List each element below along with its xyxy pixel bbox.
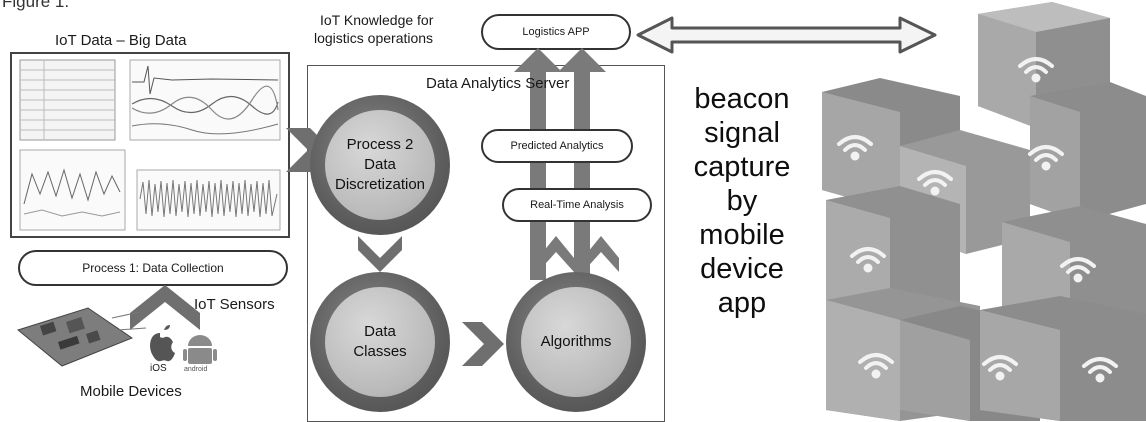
- logistics-app-label: Logistics APP: [522, 26, 590, 38]
- iot-sensors-label: IoT Sensors: [194, 296, 275, 313]
- wifi-icon: [1018, 57, 1054, 83]
- android-label: android: [184, 366, 208, 373]
- data-classes-line1: Data: [364, 323, 396, 340]
- boxes-illustration: [822, 2, 1146, 421]
- android-icon: [183, 335, 217, 364]
- wifi-icon: [850, 247, 886, 273]
- wifi-icon: [982, 355, 1018, 381]
- beacon-line-3: capture: [693, 151, 791, 183]
- big-data-title: IoT Data – Big Data: [55, 32, 187, 49]
- process2-line1: Process 2: [346, 136, 414, 153]
- algorithms-inner: Algorithms: [521, 287, 631, 397]
- server-title: Data Analytics Server: [426, 75, 570, 92]
- data-classes-line2: Classes: [353, 343, 407, 360]
- predicted-analytics-pill: Predicted Analytics: [481, 129, 633, 163]
- algorithms-label: Algorithms: [540, 333, 612, 350]
- beacon-line-2: signal: [704, 117, 780, 149]
- wifi-icon: [837, 135, 873, 161]
- beacon-line-5: mobile: [699, 219, 785, 251]
- figure-label: Figure 1.: [2, 0, 70, 11]
- beacon-line-6: device: [700, 253, 784, 285]
- logistics-app-pill: Logistics APP: [481, 14, 631, 50]
- chevron-right-icon: [462, 322, 504, 366]
- wifi-icon: [917, 170, 953, 196]
- knowledge-line1: IoT Knowledge for: [320, 12, 434, 28]
- ios-label: iOS: [150, 363, 167, 374]
- wifi-icon: [858, 353, 894, 379]
- predicted-analytics-label: Predicted Analytics: [510, 140, 604, 152]
- big-data-panel: [10, 52, 290, 238]
- chevron-down-icon: [358, 236, 402, 272]
- mobile-devices-label: Mobile Devices: [80, 383, 182, 400]
- process1-pill: Process 1: Data Collection: [18, 250, 288, 286]
- process2-line3: Discretization: [334, 176, 426, 193]
- apple-icon: [150, 325, 175, 362]
- double-arrow-icon: [636, 16, 937, 54]
- knowledge-line2: logistics operations: [314, 30, 434, 46]
- beacon-line-4: by: [726, 185, 758, 217]
- process1-label: Process 1: Data Collection: [82, 261, 224, 275]
- data-charts-thumbnail: [19, 59, 281, 231]
- realtime-analysis-label: Real-Time Analysis: [530, 199, 624, 211]
- upward-arrows: [514, 48, 619, 280]
- chevron-up-icon: [130, 285, 200, 330]
- wifi-icon: [1060, 257, 1096, 283]
- beacon-line-7: app: [717, 287, 767, 319]
- circuit-board-image: [16, 307, 147, 367]
- data-classes-inner: Data Classes: [325, 287, 435, 397]
- beacon-caption: beacon signal capture by mobile device a…: [667, 82, 817, 320]
- wifi-icon: [1028, 145, 1064, 171]
- beacon-line-1: beacon: [694, 83, 790, 115]
- realtime-analysis-pill: Real-Time Analysis: [502, 188, 652, 222]
- wifi-icon: [1082, 357, 1118, 383]
- process2-inner: Process 2 Data Discretization: [325, 110, 435, 220]
- process2-line2: Data: [364, 156, 396, 173]
